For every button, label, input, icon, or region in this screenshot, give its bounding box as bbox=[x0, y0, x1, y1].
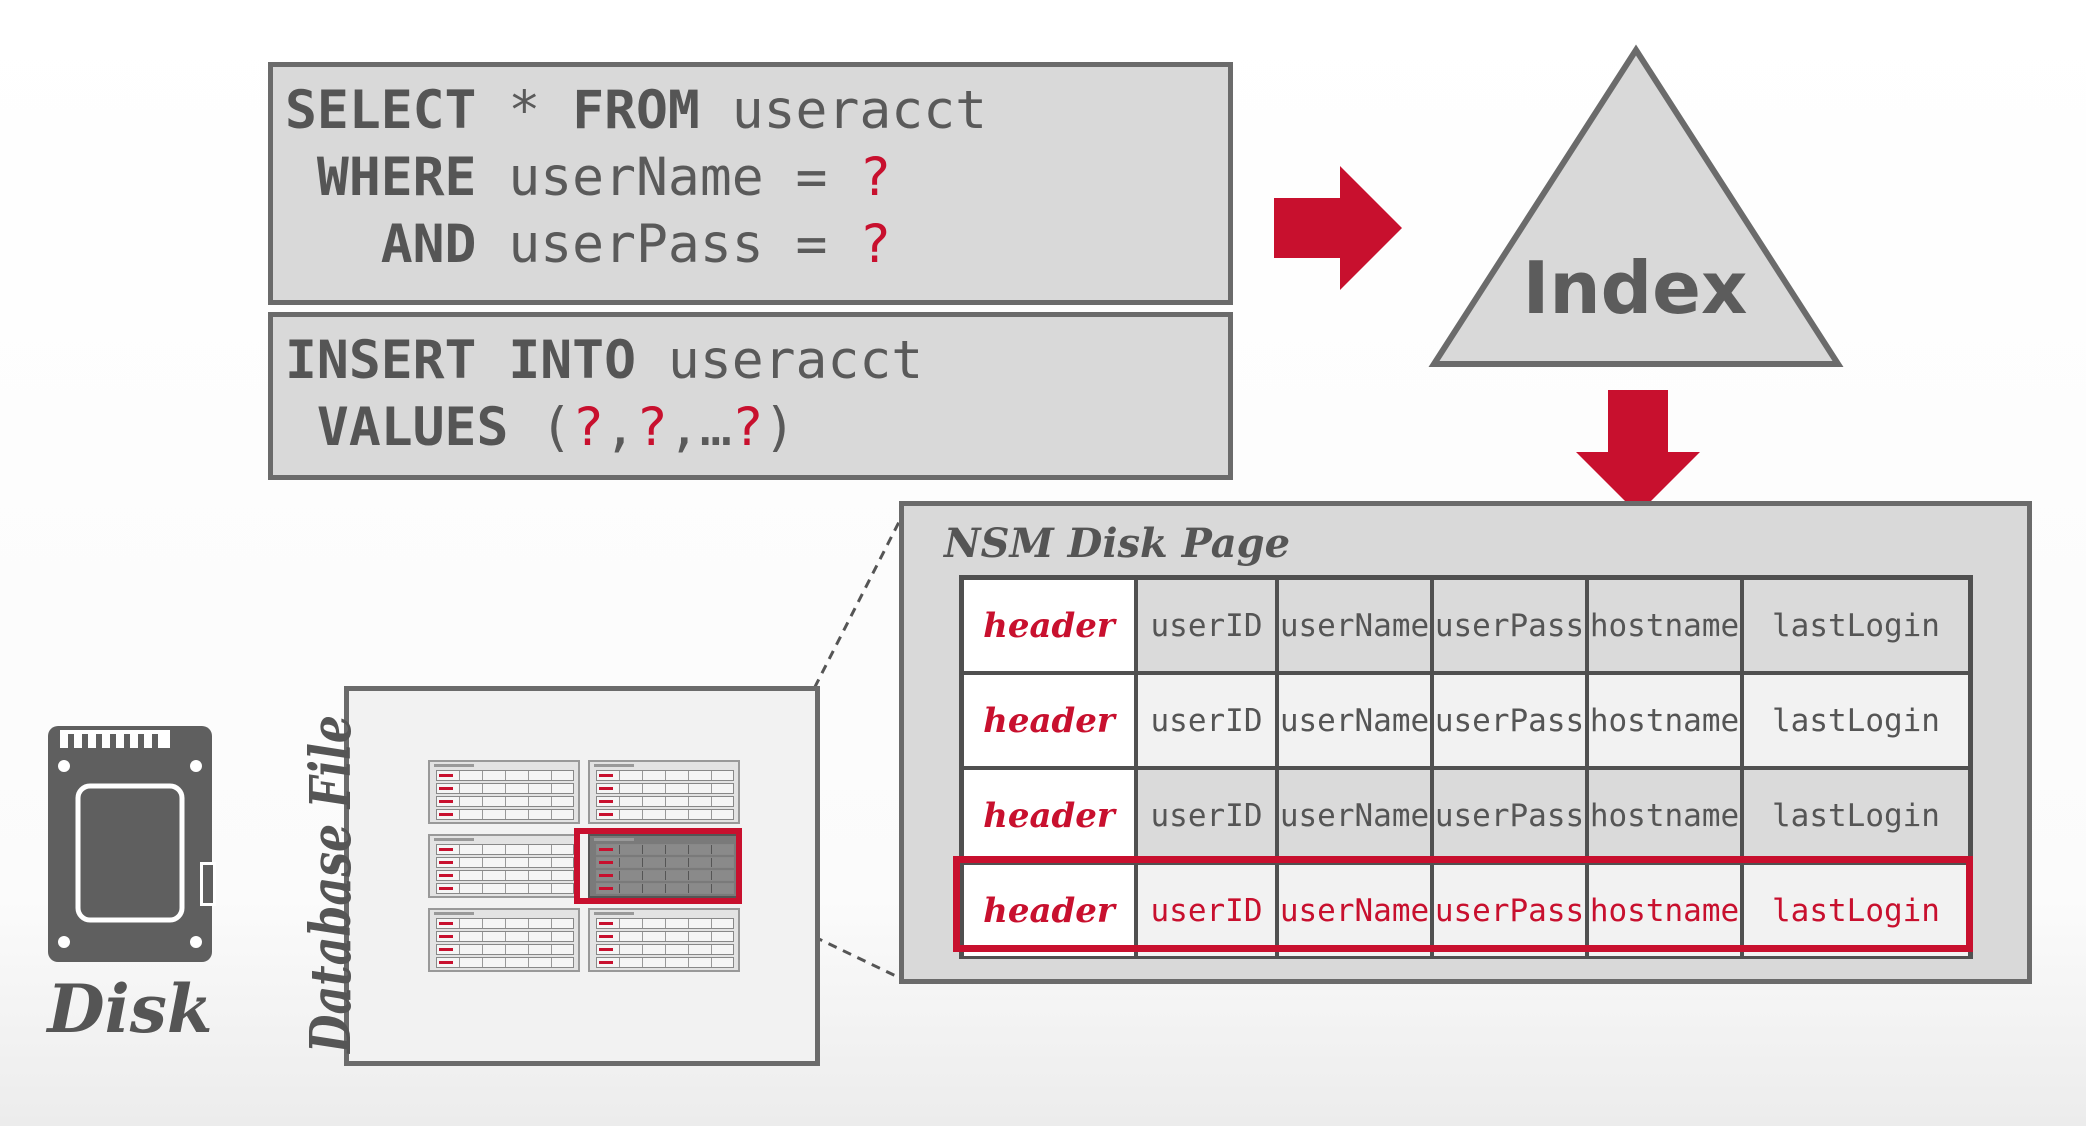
tuple-cell-lastlogin: lastLogin bbox=[1744, 580, 1968, 671]
tuple-header-cell: header bbox=[964, 865, 1134, 956]
tuple-cell-lastlogin: lastLogin bbox=[1744, 770, 1968, 861]
select-line-1: SELECT * FROM useracct bbox=[285, 80, 988, 141]
tuple-row: header userID userName userPass hostname… bbox=[964, 580, 1968, 671]
index-triangle-icon bbox=[1428, 44, 1844, 367]
tuple-cell-userid: userID bbox=[1138, 580, 1275, 671]
tuple-cell-userid: userID bbox=[1138, 675, 1275, 766]
disk-drive-icon bbox=[48, 726, 216, 962]
nsm-tuple-table: header userID userName userPass hostname… bbox=[959, 575, 1973, 959]
nsm-page-title: NSM Disk Page bbox=[944, 520, 1291, 567]
select-query-box: SELECT * FROM useracct WHERE userName = … bbox=[268, 62, 1233, 305]
tuple-cell-hostname: hostname bbox=[1589, 580, 1740, 671]
tuple-header-cell: header bbox=[964, 580, 1134, 671]
tuple-cell-username: userName bbox=[1279, 675, 1430, 766]
insert-line-2: VALUES (?,?,…?) bbox=[285, 397, 796, 458]
tuple-cell-userpass: userPass bbox=[1434, 865, 1585, 956]
tuple-cell-username: userName bbox=[1279, 865, 1430, 956]
tuple-cell-lastlogin: lastLogin bbox=[1744, 865, 1968, 956]
mini-page-highlight bbox=[574, 828, 742, 904]
insert-line-1: INSERT INTO useracct bbox=[285, 330, 924, 391]
nsm-disk-page: NSM Disk Page header userID userName use… bbox=[899, 501, 2032, 984]
tuple-row: header userID userName userPass hostname… bbox=[964, 675, 1968, 766]
tuple-header-cell: header bbox=[964, 675, 1134, 766]
tuple-cell-hostname: hostname bbox=[1589, 770, 1740, 861]
tuple-cell-userid: userID bbox=[1138, 865, 1275, 956]
insert-query-box: INSERT INTO useracct VALUES (?,?,…?) bbox=[268, 312, 1233, 480]
mini-disk-page bbox=[428, 834, 580, 898]
tuple-header-cell: header bbox=[964, 770, 1134, 861]
mini-disk-page bbox=[428, 908, 580, 972]
tuple-cell-userpass: userPass bbox=[1434, 675, 1585, 766]
disk-label: Disk bbox=[47, 970, 213, 1048]
tuple-cell-userpass: userPass bbox=[1434, 580, 1585, 671]
arrow-down-icon bbox=[1576, 390, 1700, 514]
tuple-cell-lastlogin: lastLogin bbox=[1744, 675, 1968, 766]
tuple-cell-hostname: hostname bbox=[1589, 675, 1740, 766]
tuple-cell-userid: userID bbox=[1138, 770, 1275, 861]
tuple-cell-username: userName bbox=[1279, 580, 1430, 671]
arrow-right-icon bbox=[1274, 166, 1402, 290]
database-file-label: Database File bbox=[300, 715, 360, 1055]
mini-disk-page bbox=[588, 760, 740, 824]
tuple-row-highlighted: header userID userName userPass hostname… bbox=[964, 865, 1968, 956]
mini-disk-page bbox=[588, 908, 740, 972]
tuple-cell-userpass: userPass bbox=[1434, 770, 1585, 861]
tuple-row: header userID userName userPass hostname… bbox=[964, 770, 1968, 861]
tuple-cell-username: userName bbox=[1279, 770, 1430, 861]
index-label: Index bbox=[1522, 246, 1748, 330]
select-line-3: AND userPass = ? bbox=[285, 214, 892, 275]
tuple-cell-hostname: hostname bbox=[1589, 865, 1740, 956]
mini-disk-page bbox=[588, 834, 740, 898]
mini-disk-page bbox=[428, 760, 580, 824]
select-line-2: WHERE userName = ? bbox=[285, 147, 892, 208]
database-file-text: Database File bbox=[300, 715, 360, 1055]
